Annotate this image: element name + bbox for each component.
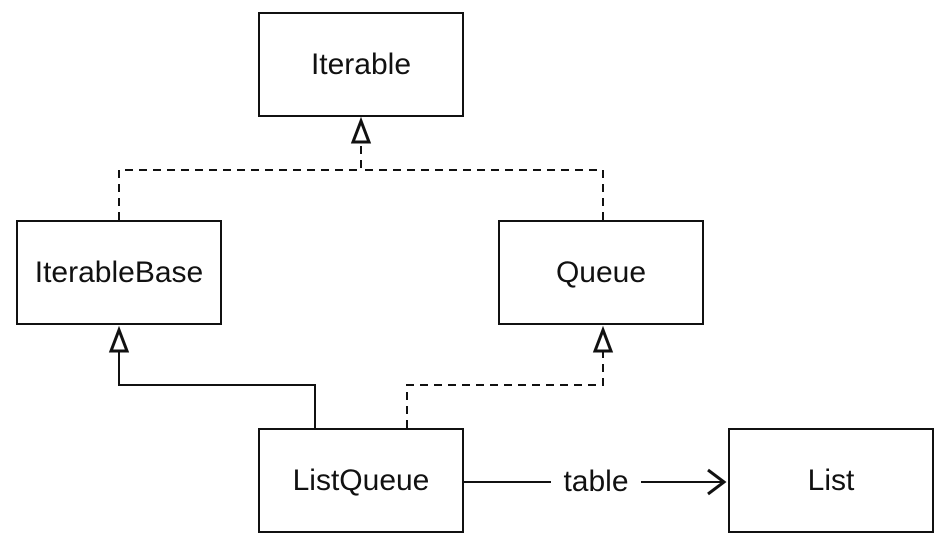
class-name-queue: Queue [555, 255, 647, 289]
class-box-list: List [728, 428, 934, 533]
class-name-listqueue: ListQueue [292, 463, 430, 497]
edge-listqueue-to-iterablebase [118, 352, 316, 428]
class-box-listqueue: ListQueue [258, 428, 464, 533]
edge-listqueue-to-queue [406, 352, 604, 428]
iterablebase-triangle-arrowhead [108, 325, 130, 353]
edge-queue-to-iterable [361, 169, 604, 220]
class-box-iterable: Iterable [258, 12, 464, 117]
class-box-queue: Queue [498, 220, 704, 325]
iterable-triangle-arrowhead [350, 116, 372, 144]
queue-triangle-arrowhead [592, 325, 614, 353]
class-name-iterablebase: IterableBase [34, 255, 204, 289]
association-label-table: table [551, 462, 641, 502]
class-name-iterable: Iterable [310, 47, 412, 81]
class-box-iterablebase: IterableBase [16, 220, 222, 325]
class-name-list: List [807, 463, 855, 497]
edge-iterablebase-to-iterable [118, 143, 362, 220]
association-arrowhead [707, 468, 727, 496]
